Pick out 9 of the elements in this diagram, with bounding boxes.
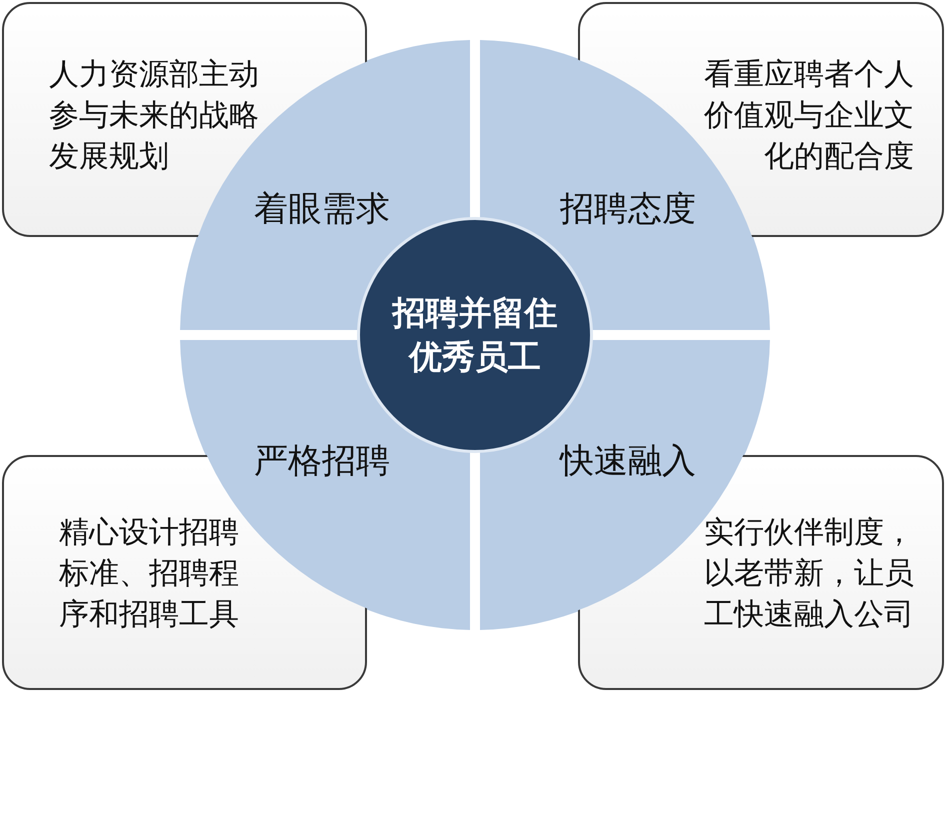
segment-label: 招聘态度 [560,188,696,231]
segment-label: 严格招聘 [254,440,390,483]
box-text: 人力资源部主动参与未来的战略发展规划 [49,56,259,176]
box-text: 实行伙伴制度，以老带新，让员工快速融入公司 [704,514,914,634]
box-text: 精心设计招聘标准、招聘程序和招聘工具 [59,514,239,634]
box-text: 看重应聘者个人价值观与企业文化的配合度 [704,56,914,176]
segment-label: 着眼需求 [254,188,390,231]
segment-label: 快速融入 [560,440,696,483]
center-text: 招聘并留住优秀员工 [392,292,558,378]
